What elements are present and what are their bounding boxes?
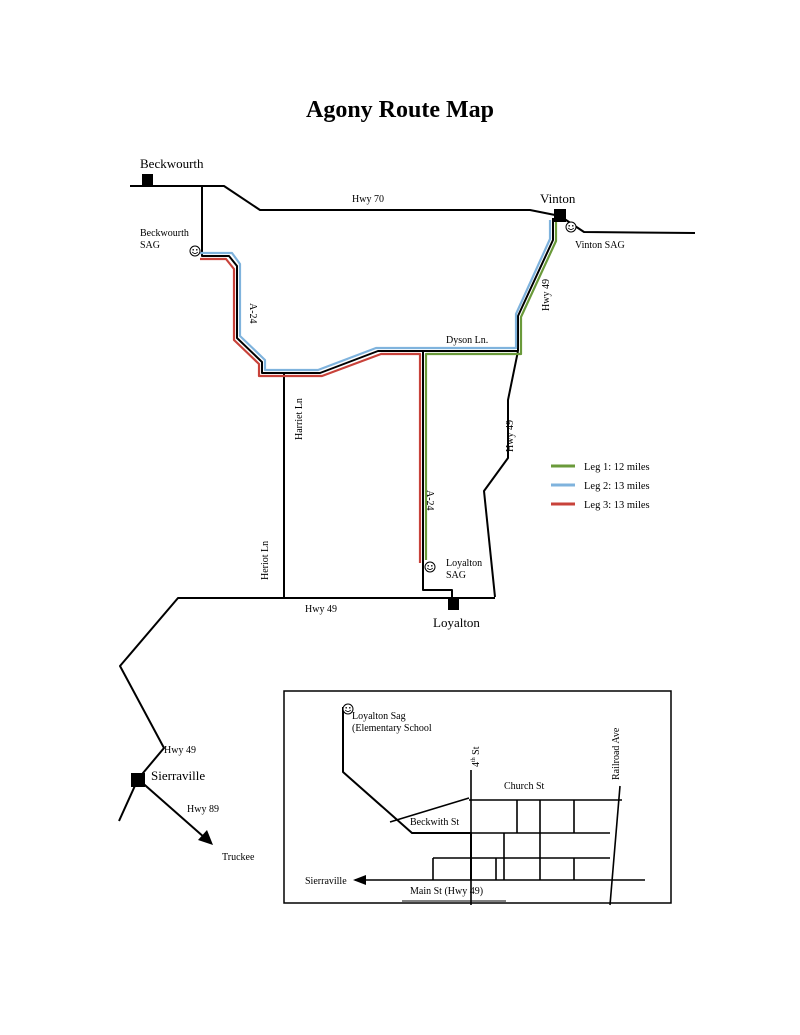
- legend: Leg 1: 12 miles Leg 2: 13 miles Leg 3: 1…: [551, 462, 650, 511]
- inset-label-railroad-ave: Railroad Ave: [611, 727, 622, 780]
- sag-label-loyalton: Loyalton: [446, 558, 482, 569]
- inset-map: Loyalton Sag (Elementary School Church S…: [283, 690, 672, 906]
- road-hwy89: [137, 778, 206, 839]
- road-label-hwy70: Hwy 70: [352, 194, 384, 205]
- smiley-icon: [424, 561, 436, 573]
- inset-railroad-ave: [609, 785, 621, 906]
- road-label-hwy49-south: Hwy 49: [305, 604, 337, 615]
- inset-sag-label: (Elementary School: [352, 723, 432, 734]
- town-marker-beckwourth: [142, 174, 153, 186]
- road-label-harriet: Harriet Ln: [294, 398, 305, 440]
- legend-label-leg2: Leg 2: 13 miles: [584, 481, 650, 492]
- town-label-vinton: Vinton: [540, 191, 576, 206]
- sag-label-beckwourth: Beckwourth: [140, 228, 189, 239]
- map-title: Agony Route Map: [306, 97, 494, 123]
- town-label-loyalton: Loyalton: [433, 615, 480, 630]
- inset-label-4th-st: 4th St: [471, 746, 482, 767]
- road-hwy49-east: [483, 350, 519, 598]
- road-label-a24-north: A-24: [247, 303, 258, 324]
- sag-label-beckwourth: SAG: [140, 240, 160, 251]
- town-label-beckwourth: Beckwourth: [140, 156, 204, 171]
- town-label-truckee: Truckee: [222, 852, 255, 863]
- road-label-hwy89: Hwy 89: [187, 804, 219, 815]
- road-a24-north: [201, 186, 421, 374]
- road-hwy49-vinton: [517, 218, 554, 351]
- town-marker-loyalton: [448, 598, 459, 610]
- town-marker-sierraville: [131, 773, 145, 787]
- sag-label-vinton: Vinton SAG: [575, 240, 625, 251]
- road-a24-south: [422, 351, 453, 600]
- smiley-icon: [342, 703, 354, 715]
- smiley-icon: [189, 245, 201, 257]
- road-network: [118, 185, 696, 845]
- route-leg-3: [200, 257, 422, 563]
- arrow-to-truckee: [198, 830, 213, 845]
- road-label-dyson: Dyson Ln.: [446, 335, 488, 346]
- route-leg-2: [200, 220, 552, 372]
- road-hwy70: [130, 185, 696, 234]
- road-hwy49-south: [119, 597, 495, 780]
- inset-label-sierraville: Sierraville: [305, 876, 347, 887]
- legend-label-leg3: Leg 3: 13 miles: [584, 500, 650, 511]
- inset-sag-label: Loyalton Sag: [352, 711, 406, 722]
- inset-label-church-st: Church St: [504, 781, 545, 792]
- inset-frame: [283, 690, 672, 904]
- legend-label-leg1: Leg 1: 12 miles: [584, 462, 650, 473]
- road-label-hwy49-vinton: Hwy 49: [541, 279, 552, 311]
- smiley-icon: [565, 221, 577, 233]
- inset-label-beckwith-st: Beckwith St: [410, 817, 459, 828]
- route-leg-1: [424, 222, 558, 560]
- road-label-hwy49-sierraville: Hwy 49: [164, 745, 196, 756]
- town-marker-vinton: [554, 209, 566, 222]
- road-label-a24-south: A-24: [424, 490, 435, 511]
- inset-beckwith-st: [389, 797, 470, 823]
- road-label-heriot: Heriot Ln: [260, 541, 271, 580]
- inset-label-main-st: Main St (Hwy 49): [410, 886, 483, 897]
- arrow-to-sierraville: [353, 875, 366, 885]
- town-label-sierraville: Sierraville: [151, 768, 205, 783]
- sag-label-loyalton: SAG: [446, 570, 466, 581]
- road-label-hwy49-east: Hwy 49: [505, 420, 516, 452]
